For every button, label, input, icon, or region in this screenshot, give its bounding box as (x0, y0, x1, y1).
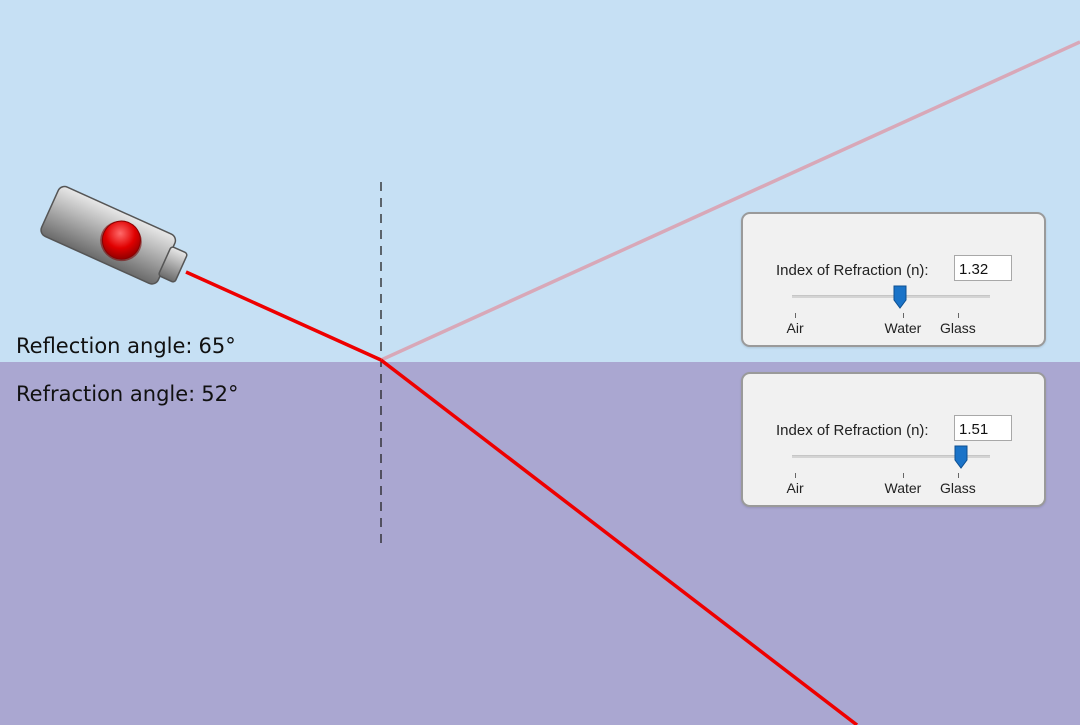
refraction-angle-value: 52° (201, 382, 239, 406)
index-slider-track[interactable] (792, 295, 990, 298)
index-of-refraction-label: Index of Refraction (n): (776, 262, 929, 279)
tick-label-glass: Glass (940, 320, 976, 336)
tick-mark-water (903, 313, 904, 318)
index-slider-track[interactable] (792, 455, 990, 458)
tick-label-air: Air (786, 320, 804, 336)
tick-label-water: Water (884, 480, 922, 496)
index-of-refraction-label: Index of Refraction (n): (776, 422, 929, 439)
index-of-refraction-input[interactable] (954, 415, 1012, 441)
index-of-refraction-input[interactable] (954, 255, 1012, 281)
reflection-angle-label: Reflection angle: (16, 334, 193, 358)
reflected-beam (380, 40, 1080, 362)
laser-pointer-icon[interactable] (39, 184, 192, 292)
tick-label-air: Air (786, 480, 804, 496)
tick-label-water: Water (884, 320, 922, 336)
index-slider-thumb[interactable] (954, 445, 968, 469)
tick-mark-water (903, 473, 904, 478)
tick-mark-glass (958, 473, 959, 478)
reflection-angle-readout: Reflection angle:65° (16, 334, 236, 358)
tick-mark-air (795, 473, 796, 478)
refracted-beam (379, 358, 859, 725)
index-slider-thumb[interactable] (893, 285, 907, 309)
refraction-angle-readout: Refraction angle:52° (16, 382, 238, 406)
refraction-angle-label: Refraction angle: (16, 382, 196, 406)
tick-mark-glass (958, 313, 959, 318)
reflection-angle-value: 65° (198, 334, 236, 358)
tick-mark-air (795, 313, 796, 318)
bottom-medium-control-panel: Index of Refraction (n): Air Water Glass (741, 372, 1046, 507)
tick-label-glass: Glass (940, 480, 976, 496)
incident-beam (185, 270, 382, 362)
top-medium-control-panel: Index of Refraction (n): Air Water Glass (741, 212, 1046, 347)
